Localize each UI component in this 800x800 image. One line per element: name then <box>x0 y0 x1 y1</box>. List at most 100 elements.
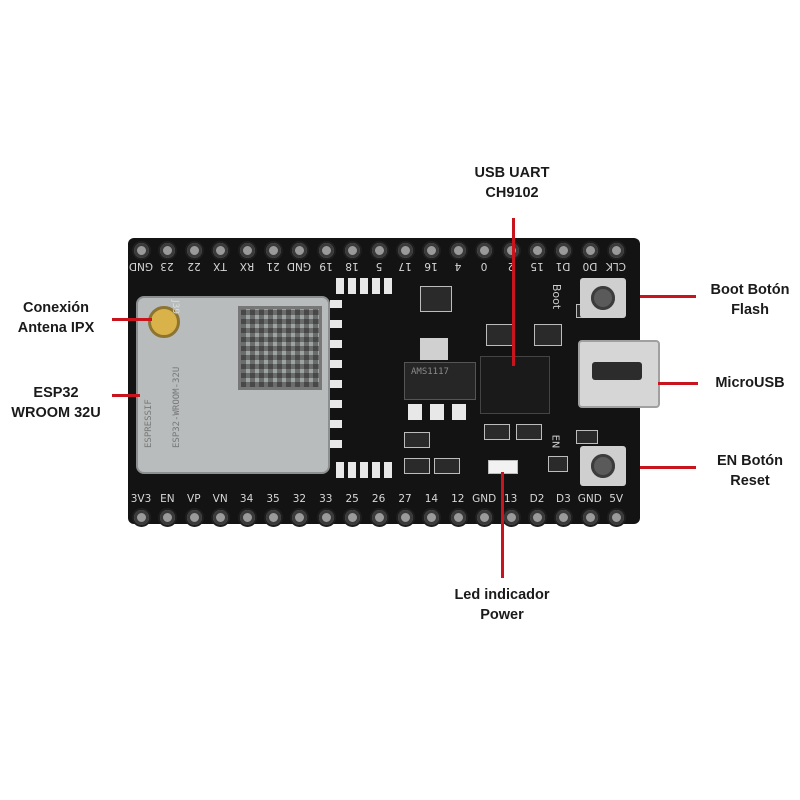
module-pad <box>372 278 380 294</box>
header-pin <box>450 243 466 258</box>
pin-label-bottom: D2 <box>529 493 545 505</box>
module-pad <box>330 340 342 348</box>
pin-label-top: GND <box>287 260 312 272</box>
pin-label-bottom: D3 <box>556 493 571 505</box>
pin-label-bottom: 27 <box>398 493 412 505</box>
header-pin <box>134 510 149 525</box>
header-pin <box>160 243 176 258</box>
microusb-callout-line <box>658 382 698 385</box>
smd-component <box>420 286 452 312</box>
pin-label-bottom: 3V3 <box>130 493 152 505</box>
boot-silk: Boot <box>550 283 564 310</box>
header-pin <box>582 510 598 525</box>
module-pad <box>336 278 344 294</box>
pin-label-top: TX <box>213 260 227 272</box>
header-pin <box>266 510 281 525</box>
smd-component <box>404 458 430 474</box>
pin-label-bottom: 25 <box>345 493 359 505</box>
smd-component <box>576 430 598 444</box>
module-pad <box>330 400 342 408</box>
smd-component <box>486 324 514 346</box>
header-pin <box>292 243 308 258</box>
pin-label-bottom: VP <box>187 493 201 505</box>
header-pin <box>318 510 334 525</box>
usb-uart-label: USB UART CH9102 <box>474 165 550 201</box>
pin-label-bottom: VN <box>212 493 228 505</box>
voltage-regulator: AMS1117 <box>404 362 476 400</box>
led-label: Led indicador Power <box>454 587 550 623</box>
pin-label-bottom: 33 <box>319 493 333 505</box>
pin-label-bottom: 14 <box>424 493 439 505</box>
pin-label-bottom: 35 <box>266 493 280 505</box>
header-pin <box>477 243 493 258</box>
j39-silk: J39 <box>170 300 180 315</box>
header-pin <box>186 243 202 258</box>
qr-code <box>238 306 322 390</box>
en-silk: EN <box>549 434 561 449</box>
header-pin <box>556 510 572 525</box>
pin-label-top: 16 <box>424 260 439 272</box>
boot-button-label: Boot Botón Flash <box>710 282 790 318</box>
header-pin <box>318 243 334 258</box>
header-pin <box>134 243 149 258</box>
header-pin <box>345 243 361 258</box>
module-pad <box>330 420 342 428</box>
ch9102-chip <box>480 356 550 414</box>
module-pad <box>336 462 344 478</box>
header-pin <box>503 510 519 525</box>
module-pad <box>330 440 342 448</box>
header-pin <box>477 510 493 525</box>
usb-uart-callout-line <box>512 218 515 366</box>
module-pad <box>384 462 392 478</box>
pin-label-bottom: EN <box>160 493 175 505</box>
smd-component <box>404 432 430 448</box>
esp32-callout-line <box>112 394 140 397</box>
pin-label-bottom: 5V <box>609 493 624 505</box>
pin-label-top: D1 <box>556 260 571 272</box>
header-pin <box>609 243 625 258</box>
esp32-label: ESP32 WROOM 32U <box>11 385 101 421</box>
smd-component <box>534 324 562 346</box>
pin-label-top: 23 <box>160 260 175 272</box>
header-pin <box>450 510 466 525</box>
en-reset-button[interactable] <box>580 446 626 486</box>
smd-component <box>434 458 460 474</box>
header-pin <box>239 510 255 525</box>
header-pin <box>186 510 202 525</box>
header-pin <box>239 243 255 258</box>
pin-label-bottom: 13 <box>503 493 518 505</box>
module-pad <box>330 320 342 328</box>
pin-label-bottom: GND <box>472 493 497 505</box>
header-pin <box>398 510 413 525</box>
header-pin <box>266 243 281 258</box>
module-pad <box>348 462 356 478</box>
en-button-label: EN Botón Reset <box>716 453 784 489</box>
pin-label-top: CLK <box>606 260 627 272</box>
smd-component <box>548 456 568 472</box>
header-pin <box>213 243 229 258</box>
microusb-label: MicroUSB <box>715 375 785 391</box>
boot-button[interactable] <box>580 278 626 318</box>
header-pin <box>530 243 545 258</box>
header-pin <box>530 510 545 525</box>
ipx-connector <box>148 306 180 338</box>
header-pin <box>292 510 308 525</box>
led-callout-line <box>501 472 504 578</box>
header-pin <box>398 243 413 258</box>
header-pin <box>371 243 387 258</box>
header-pin <box>213 510 229 525</box>
module-pad <box>384 278 392 294</box>
header-pin <box>556 243 572 258</box>
module-pad <box>372 462 380 478</box>
header-pin <box>582 243 598 258</box>
pin-label-top: 18 <box>345 260 359 272</box>
boot-callout-line <box>640 295 696 298</box>
smd-component <box>484 424 510 440</box>
header-pin <box>424 510 440 525</box>
header-pin <box>424 243 440 258</box>
header-pin <box>609 510 625 525</box>
pin-label-bottom: GND <box>577 493 602 505</box>
micro-usb-connector[interactable] <box>578 340 660 408</box>
module-pad <box>348 278 356 294</box>
pin-label-top: 0 <box>480 260 488 272</box>
